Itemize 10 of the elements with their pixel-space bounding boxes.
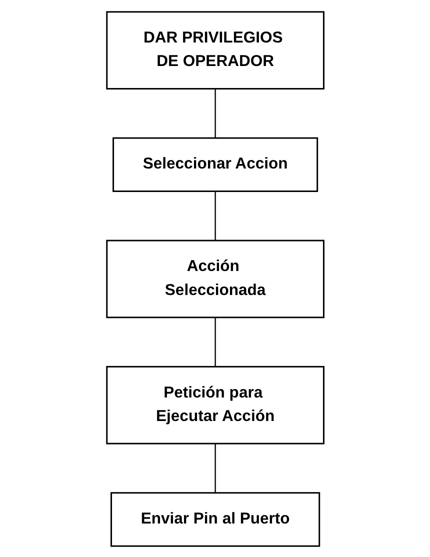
node-box [106,365,324,444]
connector [214,316,216,366]
node-box [110,492,320,546]
flowchart-drawing: DAR PRIVILEGIOS DE OPERADOR Seleccionar Accion Acción Seleccionada Petición para Ejecutar Acción Enviar Pin al Puerto [98,4,332,554]
connector [214,190,216,240]
connector [214,443,216,492]
node-box [106,239,324,318]
node-box [112,136,318,192]
connector [214,88,216,138]
node-box [106,10,324,90]
